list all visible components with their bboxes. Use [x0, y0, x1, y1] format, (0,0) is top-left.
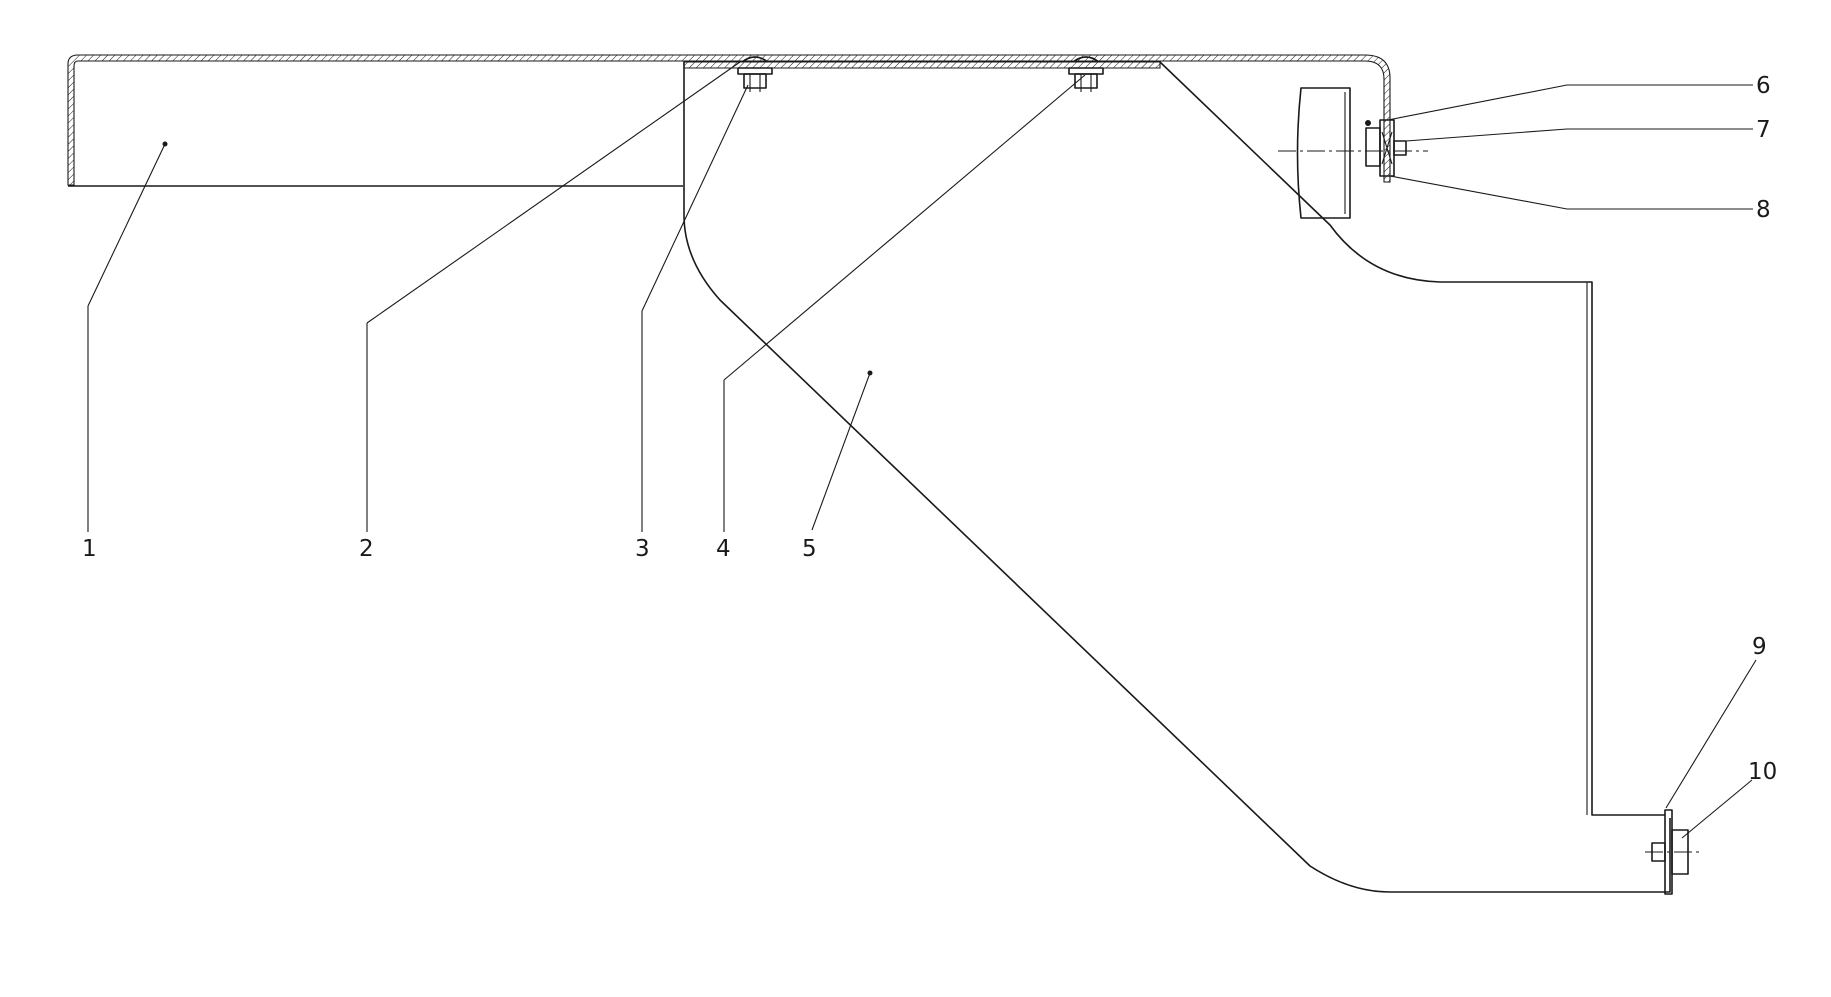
callout-5: 5 [802, 536, 817, 562]
bolt-right-head [1072, 56, 1100, 63]
leader-9 [1665, 659, 1757, 809]
bracket-right-edge [1159, 61, 1665, 816]
leader-extensions [87, 306, 725, 532]
leader-5 [811, 372, 871, 531]
leader-6 [1387, 84, 1753, 121]
callout-6: 6 [1756, 73, 1771, 99]
callout-8: 8 [1756, 197, 1771, 223]
knob-bushing [1365, 127, 1381, 167]
knob-dot [1365, 120, 1371, 126]
leader-lines [87, 61, 1757, 839]
spacer-strip [683, 61, 1161, 69]
knob-body [1296, 87, 1351, 219]
callout-7: 7 [1756, 117, 1771, 143]
leader-5-dot [867, 370, 873, 376]
cover-plate-section [67, 54, 1391, 186]
leader-8 [1389, 175, 1753, 210]
bolt-left [737, 56, 773, 92]
callout-1: 1 [82, 536, 97, 562]
cover-plate [67, 54, 1391, 187]
bracket-left-edge [683, 62, 1671, 893]
leader-2 [366, 61, 741, 324]
bolt-right-washer [1068, 67, 1104, 75]
callout-9: 9 [1752, 634, 1767, 660]
bolt-left-nut [743, 73, 767, 89]
knob-assembly [1278, 87, 1428, 219]
bolt-left-washer [737, 67, 773, 75]
lower-fastener [1645, 809, 1700, 895]
bolt-right [1068, 56, 1104, 92]
leader-7 [1405, 128, 1753, 142]
side-bracket [683, 61, 1671, 893]
callout-labels: 1 2 3 4 5 6 7 8 9 10 [82, 73, 1777, 785]
leader-1-dot [162, 141, 168, 147]
knob-screw [1393, 140, 1407, 156]
callout-2: 2 [359, 536, 374, 562]
bolt-left-head [741, 56, 769, 63]
leader-10 [1681, 779, 1753, 839]
leader-4 [723, 74, 1086, 381]
callout-4: 4 [716, 536, 731, 562]
leader-1 [87, 143, 166, 307]
callout-3: 3 [635, 536, 650, 562]
bolt-right-nut [1074, 73, 1098, 89]
knob-nut-mark-2 [1381, 131, 1393, 165]
leader-3 [641, 84, 749, 312]
callout-10: 10 [1748, 759, 1777, 785]
